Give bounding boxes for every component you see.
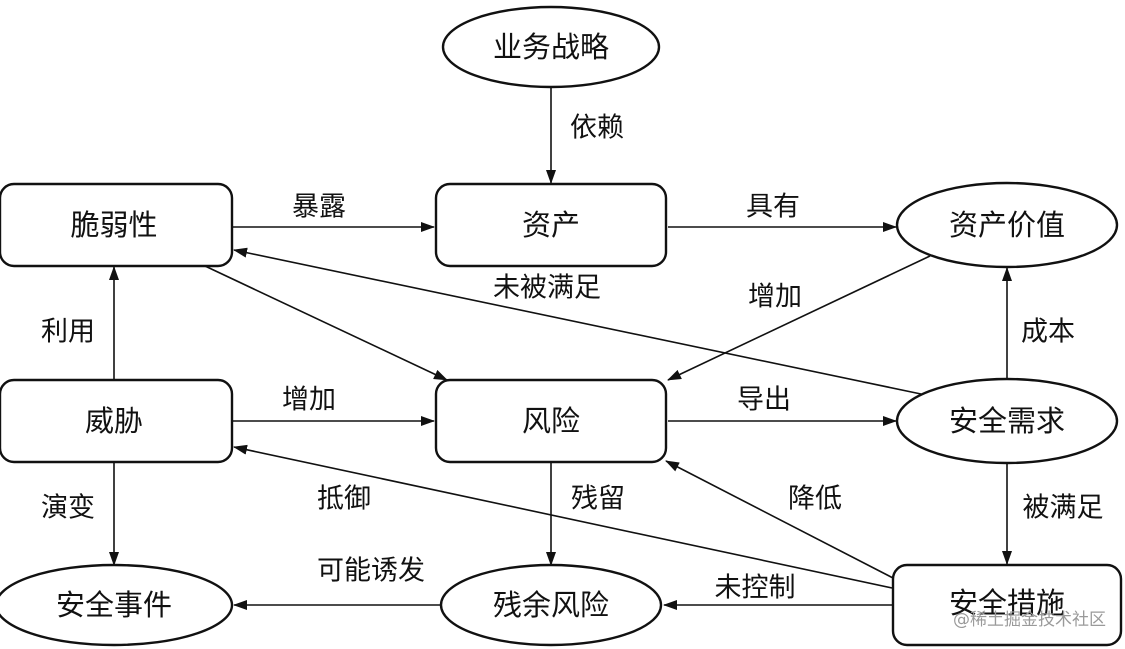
edges bbox=[109, 87, 1012, 610]
node-security-measure: 安全措施 bbox=[891, 563, 1123, 647]
nodes: 业务战略 脆弱性 资产 资产价值 威胁 风险 安全需求 安全事件 bbox=[0, 5, 1123, 647]
node-asset: 资产 bbox=[434, 182, 668, 268]
node-residual-risk-label: 残余风险 bbox=[493, 588, 609, 622]
node-security-measure-label: 安全措施 bbox=[949, 586, 1065, 620]
edge-label-cost: 成本 bbox=[1021, 317, 1075, 348]
node-security-event-label: 安全事件 bbox=[56, 588, 172, 622]
edge-label-expose: 暴露 bbox=[292, 192, 346, 223]
edge-security-measure-to-threat bbox=[233, 444, 893, 589]
node-security-measure-shape bbox=[891, 563, 1123, 647]
node-asset-label: 资产 bbox=[522, 208, 580, 242]
edge-label-derive: 导出 bbox=[737, 385, 791, 416]
node-vulnerability: 脆弱性 bbox=[0, 182, 234, 268]
edge-labels: 依赖 暴露 具有 未被满足 增加 利用 成本 增加 导出 抵御 降低 残留 演变… bbox=[41, 113, 1104, 604]
node-residual-risk-shape bbox=[439, 563, 663, 647]
node-asset-value-shape bbox=[895, 181, 1119, 269]
edge-label-exploit: 利用 bbox=[41, 317, 95, 348]
edge-asset-value-to-risk bbox=[667, 255, 931, 381]
node-threat-label: 威胁 bbox=[85, 404, 143, 438]
watermark: @稀土掘金技术社区 bbox=[953, 610, 1106, 630]
edge-label-residual: 残留 bbox=[571, 484, 625, 515]
edge-security-requirement-to-vulnerability bbox=[233, 247, 922, 395]
node-risk-label: 风险 bbox=[522, 404, 580, 438]
node-security-requirement-shape bbox=[895, 377, 1119, 465]
edge-security-measure-to-risk bbox=[665, 460, 894, 579]
node-asset-value: 资产价值 bbox=[895, 181, 1119, 269]
node-security-event-shape bbox=[0, 563, 234, 647]
node-residual-risk: 残余风险 bbox=[439, 563, 663, 647]
node-threat-shape bbox=[0, 378, 234, 464]
node-security-requirement: 安全需求 bbox=[895, 377, 1119, 465]
edge-label-evolve: 演变 bbox=[41, 493, 95, 524]
edge-label-may-trigger: 可能诱发 bbox=[317, 556, 425, 587]
edge-label-own: 具有 bbox=[746, 192, 800, 223]
edge-label-increase-risk: 增加 bbox=[282, 385, 336, 416]
edge-label-satisfied: 被满足 bbox=[1023, 493, 1104, 524]
node-asset-shape bbox=[434, 182, 668, 268]
node-risk: 风险 bbox=[434, 378, 668, 464]
node-vulnerability-label: 脆弱性 bbox=[70, 208, 157, 242]
node-business-strategy-shape bbox=[441, 5, 661, 89]
edge-label-depend: 依赖 bbox=[570, 113, 624, 144]
node-vulnerability-shape bbox=[0, 182, 234, 268]
node-asset-value-label: 资产价值 bbox=[949, 208, 1065, 242]
edge-vulnerability-to-risk bbox=[204, 265, 448, 381]
edge-label-unsatisfied: 未被满足 bbox=[493, 273, 601, 304]
node-security-requirement-label: 安全需求 bbox=[949, 404, 1065, 438]
node-security-event: 安全事件 bbox=[0, 563, 234, 647]
node-risk-shape bbox=[434, 378, 668, 464]
node-business-strategy: 业务战略 bbox=[441, 5, 661, 89]
edge-label-uncontrolled: 未控制 bbox=[715, 573, 796, 604]
node-threat: 威胁 bbox=[0, 378, 234, 464]
edge-label-resist: 抵御 bbox=[317, 484, 371, 515]
edge-label-reduce: 降低 bbox=[788, 484, 842, 515]
node-business-strategy-label: 业务战略 bbox=[493, 30, 609, 64]
edge-label-increase-value: 增加 bbox=[748, 282, 802, 313]
